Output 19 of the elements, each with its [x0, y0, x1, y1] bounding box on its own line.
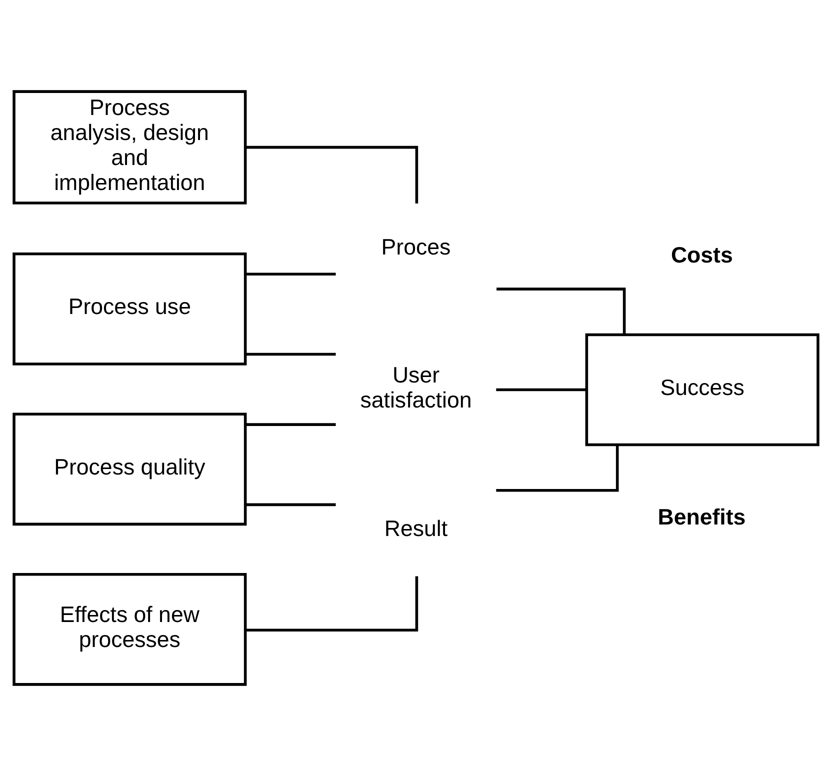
node-box: Process quality: [12, 412, 247, 526]
connector: [246, 422, 336, 426]
connector: [246, 272, 336, 275]
node-text: Result: [384, 515, 448, 540]
node-text: User satisfaction: [360, 362, 472, 412]
connector: [246, 576, 418, 631]
node-box: Process use: [12, 252, 247, 365]
connector: [246, 352, 336, 356]
label: Costs: [670, 242, 733, 268]
connector: [246, 145, 418, 203]
connector: [496, 388, 586, 391]
connector: [246, 502, 336, 506]
node-box: Success: [585, 332, 820, 446]
connector: [496, 444, 619, 492]
node-box: Process analysis, design and implementation: [12, 90, 247, 204]
node-text: Proces: [381, 234, 451, 259]
label: Benefits: [658, 504, 746, 530]
connector: [496, 287, 626, 334]
node-box: Effects of new processes: [12, 572, 247, 686]
